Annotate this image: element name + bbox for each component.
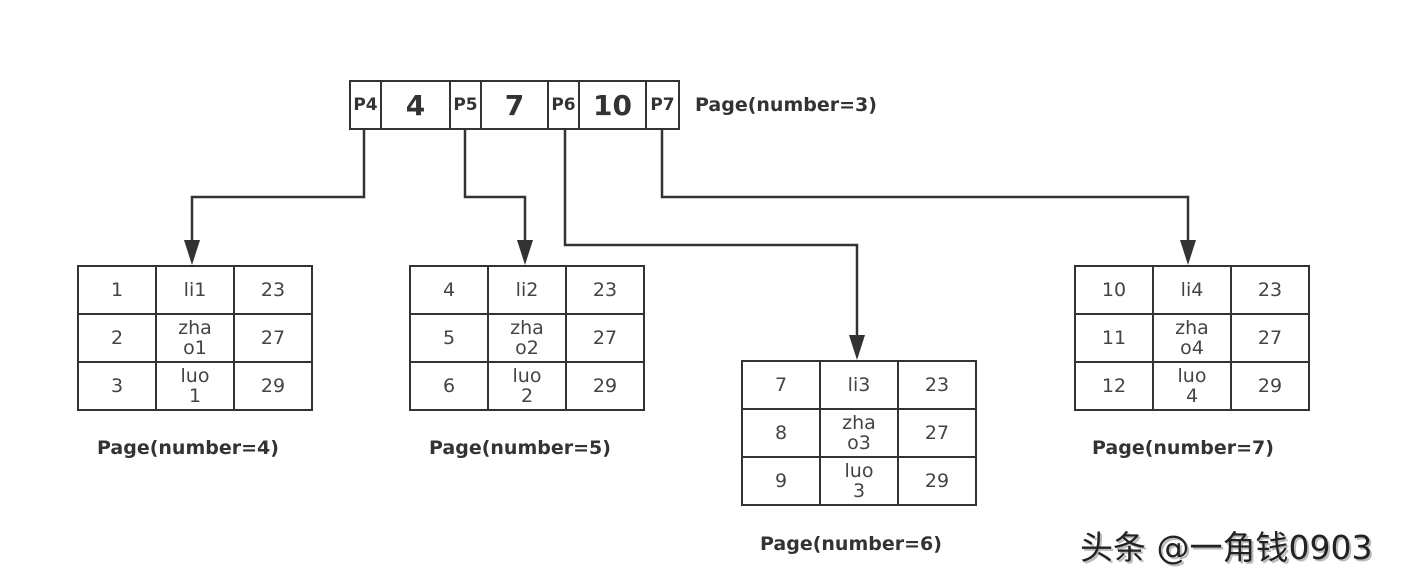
arrowhead-icon (849, 335, 865, 360)
age-cell: 27 (897, 408, 977, 458)
leaf-page-label: Page(number=4) (97, 437, 279, 459)
name-cell: luo4 (1152, 361, 1232, 411)
id-cell: 1 (77, 265, 157, 315)
age-cell: 29 (233, 361, 313, 411)
id-cell: 11 (1074, 313, 1154, 363)
name-cell: luo2 (487, 361, 567, 411)
name-cell: zhao1 (155, 313, 235, 363)
table-row: 2 zhao1 27 (77, 313, 313, 363)
arrowhead-icon (517, 240, 533, 265)
age-cell: 23 (233, 265, 313, 315)
id-cell: 4 (409, 265, 489, 315)
table-row: 6 luo2 29 (409, 361, 645, 411)
table-row: 3 luo1 29 (77, 361, 313, 411)
leaf-page-label: Page(number=5) (429, 437, 611, 459)
name-cell: li3 (819, 360, 899, 410)
root-page-label: Page(number=3) (695, 94, 877, 116)
name-cell: zhao4 (1152, 313, 1232, 363)
name-cell: li2 (487, 265, 567, 315)
age-cell: 29 (1230, 361, 1310, 411)
age-cell: 23 (1230, 265, 1310, 315)
root-page-node: P4 4 P5 7 P6 10 P7 (349, 80, 680, 130)
leaf-page-label: Page(number=6) (760, 533, 942, 555)
name-cell: zhao2 (487, 313, 567, 363)
id-cell: 5 (409, 313, 489, 363)
table-row: 12 luo4 29 (1074, 361, 1310, 411)
id-cell: 9 (741, 456, 821, 506)
table-row: 11 zhao4 27 (1074, 313, 1310, 363)
age-cell: 23 (897, 360, 977, 410)
table-row: 4 li2 23 (409, 265, 645, 315)
id-cell: 6 (409, 361, 489, 411)
key-cell-7: 7 (482, 82, 549, 128)
leaf-page-6: 7 li3 23 8 zhao3 27 9 luo3 29 (741, 360, 977, 506)
name-cell: luo3 (819, 456, 899, 506)
age-cell: 29 (565, 361, 645, 411)
age-cell: 23 (565, 265, 645, 315)
table-row: 9 luo3 29 (741, 456, 977, 506)
leaf-page-label: Page(number=7) (1092, 437, 1274, 459)
key-cell-4: 4 (382, 82, 451, 128)
age-cell: 27 (1230, 313, 1310, 363)
age-cell: 27 (233, 313, 313, 363)
leaf-page-7: 10 li4 23 11 zhao4 27 12 luo4 29 (1074, 265, 1310, 411)
arrowhead-icon (184, 240, 200, 265)
id-cell: 10 (1074, 265, 1154, 315)
edge-p4-to-page4 (190, 130, 366, 253)
name-cell: luo1 (155, 361, 235, 411)
table-row: 5 zhao2 27 (409, 313, 645, 363)
leaf-page-4: 1 li1 23 2 zhao1 27 3 luo1 29 (77, 265, 313, 411)
arrowhead-icon (1180, 240, 1196, 265)
key-cell-10: 10 (580, 82, 647, 128)
id-cell: 12 (1074, 361, 1154, 411)
age-cell: 29 (897, 456, 977, 506)
age-cell: 27 (565, 313, 645, 363)
pointer-cell-p4: P4 (351, 82, 382, 128)
id-cell: 3 (77, 361, 157, 411)
name-cell: zhao3 (819, 408, 899, 458)
table-row: 8 zhao3 27 (741, 408, 977, 458)
name-cell: li4 (1152, 265, 1232, 315)
table-row: 7 li3 23 (741, 360, 977, 410)
id-cell: 7 (741, 360, 821, 410)
edge-p7-to-page7 (660, 130, 1190, 253)
leaf-page-5: 4 li2 23 5 zhao2 27 6 luo2 29 (409, 265, 645, 411)
name-cell: li1 (155, 265, 235, 315)
id-cell: 8 (741, 408, 821, 458)
edge-p6-to-page6 (563, 130, 859, 348)
edge-p5-to-page5 (463, 130, 527, 253)
pointer-cell-p5: P5 (451, 82, 482, 128)
watermark-text: 头条 @一角钱0903 (1080, 528, 1373, 567)
pointer-cell-p6: P6 (549, 82, 580, 128)
table-row: 1 li1 23 (77, 265, 313, 315)
id-cell: 2 (77, 313, 157, 363)
table-row: 10 li4 23 (1074, 265, 1310, 315)
pointer-cell-p7: P7 (650, 95, 675, 115)
